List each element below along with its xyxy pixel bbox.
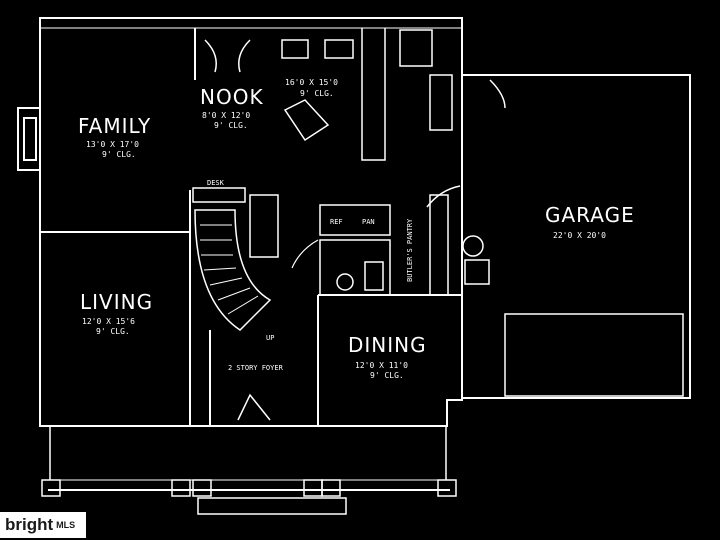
butlers-pantry-label: BUTLER'S PANTRY xyxy=(406,218,414,282)
garage-door xyxy=(504,313,684,397)
front-door-swing xyxy=(237,393,271,421)
nook-label: NOOK xyxy=(200,85,264,109)
porch-column-2 xyxy=(171,479,191,497)
nook-french-door xyxy=(204,39,251,73)
nook-dims: 8'0 X 12'0 xyxy=(202,111,250,120)
living-room-dims: 12'0 X 15'6 xyxy=(82,317,135,326)
garage-walls xyxy=(462,74,691,399)
garage-entry-door xyxy=(426,180,463,210)
desk xyxy=(192,187,246,203)
pantry-cabinet xyxy=(399,29,433,67)
garage-service-door xyxy=(489,79,506,109)
main-stair xyxy=(194,209,272,331)
powder-door xyxy=(291,239,319,269)
porch-column-4 xyxy=(303,479,323,497)
pan-label: PAN xyxy=(362,218,375,226)
nook-ceiling: 9' CLG. xyxy=(214,121,248,130)
house-outer-wall xyxy=(39,17,463,427)
desk-label: DESK xyxy=(207,179,225,187)
vanity xyxy=(364,261,384,291)
watermark-suffix: MLS xyxy=(56,520,76,530)
foyer-label: 2 STORY FOYER xyxy=(228,364,284,372)
rear-stair xyxy=(249,194,279,258)
furnace xyxy=(464,259,490,285)
bright-mls-watermark: bright MLS xyxy=(0,512,86,538)
family-room-dims: 13'0 X 17'0 xyxy=(86,140,139,149)
family-room-ceiling: 9' CLG. xyxy=(102,150,136,159)
fireplace xyxy=(17,107,40,171)
living-room-ceiling: 9' CLG. xyxy=(96,327,130,336)
butlers-pantry-counter xyxy=(429,194,449,296)
water-heater xyxy=(462,235,484,257)
dining-room-label: DINING xyxy=(348,333,427,357)
porch-column-5 xyxy=(321,479,341,497)
kitchen-island xyxy=(283,99,330,142)
powder-room xyxy=(319,239,391,296)
stairs-landing xyxy=(429,74,453,131)
sink xyxy=(281,39,309,59)
stair-treads xyxy=(200,224,259,315)
ref-pan-closet xyxy=(319,204,391,236)
dining-room-dims: 12'0 X 11'0 xyxy=(355,361,408,370)
living-room-label: LIVING xyxy=(80,290,153,314)
stair-up-label: UP xyxy=(266,334,274,342)
dining-room-ceiling: 9' CLG. xyxy=(370,371,404,380)
ref-label: REF xyxy=(330,218,343,226)
range xyxy=(324,39,354,59)
porch-column-3 xyxy=(192,479,212,497)
front-step xyxy=(197,497,347,515)
family-room-label: FAMILY xyxy=(78,114,151,138)
porch-column-1 xyxy=(41,479,61,497)
kitchen-dims: 16'0 X 15'0 xyxy=(285,78,338,87)
watermark-brand: bright xyxy=(5,515,54,534)
garage-dims: 22'0 X 20'0 xyxy=(553,231,606,240)
kitchen-ceiling: 9' CLG. xyxy=(300,89,334,98)
kitchen-counter xyxy=(361,28,386,161)
toilet xyxy=(336,273,354,291)
porch-column-6 xyxy=(437,479,457,497)
garage-label: GARAGE xyxy=(545,203,635,227)
